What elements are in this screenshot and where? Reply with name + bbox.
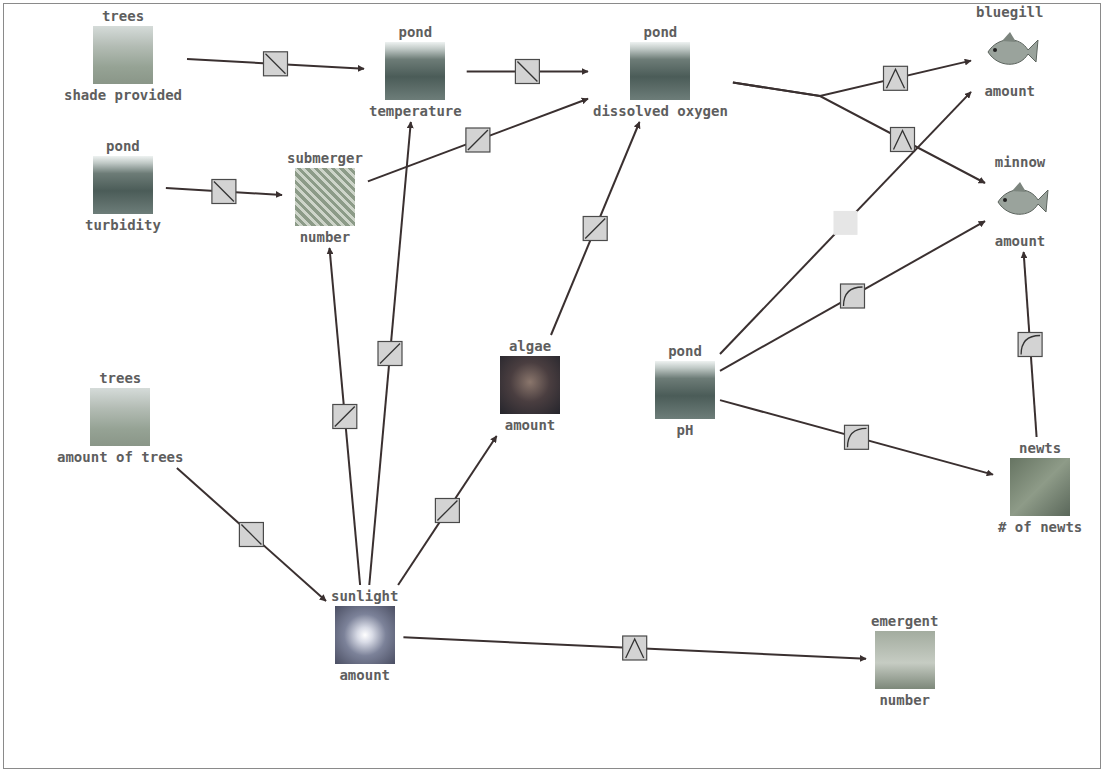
causal-link	[398, 436, 497, 585]
attribute-label: amount	[505, 417, 556, 433]
concept-picture	[93, 26, 153, 84]
concept-node: pond temperature	[367, 24, 464, 119]
relation-symbol	[834, 211, 858, 235]
object-label: emergent	[871, 613, 938, 629]
concept-node: pond dissolved oxygen	[591, 24, 730, 119]
concept-node: submerger number	[285, 150, 365, 245]
concept-picture	[335, 606, 395, 664]
causal-link	[551, 122, 640, 335]
concept-node: algae amount	[498, 338, 562, 433]
attribute-label: # of newts	[998, 519, 1082, 535]
object-label: submerger	[287, 150, 363, 166]
concept-node: sunlight amount	[329, 588, 400, 683]
fish-picture	[990, 172, 1050, 230]
relation-symbol	[435, 499, 459, 523]
object-label: pond	[106, 138, 140, 154]
concept-picture	[385, 42, 445, 100]
object-label: newts	[1019, 440, 1061, 456]
causal-link	[733, 61, 971, 96]
relation-symbol	[466, 128, 490, 152]
concept-picture	[630, 42, 690, 100]
causal-link	[368, 99, 588, 182]
attribute-label: pH	[677, 422, 694, 438]
concept-picture	[655, 361, 715, 419]
attribute-label: temperature	[369, 103, 462, 119]
attribute-label: amount	[339, 667, 390, 683]
concept-picture	[980, 22, 1040, 80]
relation-symbol	[333, 405, 357, 429]
relation-symbol	[1018, 333, 1042, 357]
object-label: sunlight	[331, 588, 398, 604]
attribute-label: number	[879, 692, 930, 708]
concept-node: pond pH	[653, 343, 717, 438]
concept-node: trees shade provided	[62, 8, 184, 103]
causal-link	[720, 221, 985, 371]
relation-symbol	[378, 342, 402, 366]
object-label: pond	[644, 24, 678, 40]
object-label: trees	[99, 370, 141, 386]
object-label: algae	[509, 338, 551, 354]
attribute-label: shade provided	[64, 87, 182, 103]
relation-symbol	[239, 523, 263, 547]
attribute-label: amount of trees	[57, 449, 183, 465]
attribute-label: turbidity	[85, 217, 161, 233]
object-label: pond	[668, 343, 702, 359]
causal-link	[720, 92, 971, 354]
concept-picture	[1010, 458, 1070, 516]
concept-node: newts # of newts	[996, 440, 1084, 535]
concept-node: trees amount of trees	[55, 370, 185, 465]
attribute-label: number	[300, 229, 351, 245]
relation-symbol	[845, 425, 869, 449]
causal-link	[369, 122, 411, 585]
concept-picture	[875, 631, 935, 689]
concept-picture	[500, 356, 560, 414]
attribute-label: dissolved oxygen	[593, 103, 728, 119]
attribute-label: amount	[984, 83, 1035, 99]
relation-symbol	[891, 128, 915, 152]
object-label: minnow	[995, 154, 1046, 170]
relation-symbol	[264, 52, 288, 76]
concept-node: bluegill amount	[974, 4, 1045, 99]
relation-symbol	[623, 636, 647, 660]
object-label: bluegill	[976, 4, 1043, 20]
relation-symbol	[583, 217, 607, 241]
relation-symbol	[515, 60, 539, 84]
concept-node: minnow amount	[988, 154, 1052, 249]
concept-picture	[93, 156, 153, 214]
causal-link	[733, 83, 985, 183]
concept-node: emergent number	[869, 613, 940, 708]
concept-picture	[90, 388, 150, 446]
object-label: trees	[102, 8, 144, 24]
relation-symbol	[212, 180, 236, 204]
fish-picture	[980, 22, 1040, 80]
relation-symbol	[841, 284, 865, 308]
causal-link	[177, 468, 326, 601]
object-label: pond	[399, 24, 433, 40]
concept-picture	[990, 172, 1050, 230]
attribute-label: amount	[995, 233, 1046, 249]
causal-link	[330, 248, 361, 585]
concept-node: pond turbidity	[83, 138, 163, 233]
concept-picture	[295, 168, 355, 226]
relation-symbol	[884, 66, 908, 90]
causal-link	[720, 400, 993, 475]
